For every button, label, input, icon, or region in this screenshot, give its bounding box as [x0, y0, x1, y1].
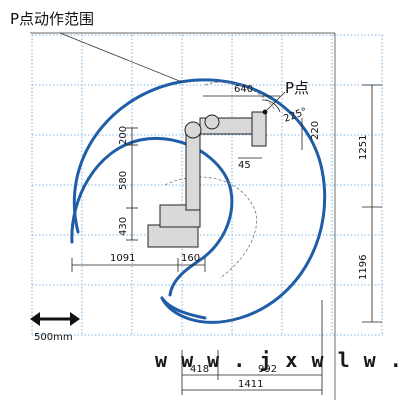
dim-45: 45 — [238, 160, 251, 171]
diagram-title: P点动作范围 — [10, 10, 94, 28]
dim-418: 418 — [190, 364, 209, 375]
dim-992: 992 — [258, 364, 277, 375]
dim-1411: 1411 — [238, 379, 263, 390]
watermark: w w w . j x w l w . c n — [155, 348, 400, 372]
robot-wrist — [251, 111, 267, 147]
dim-1251: 1251 — [358, 135, 369, 160]
grid — [31, 34, 383, 336]
title-leader-line — [59, 32, 183, 83]
inner-envelope-arc — [70, 136, 234, 297]
dim-430: 430 — [118, 217, 129, 236]
dim-1196: 1196 — [358, 255, 369, 280]
outer-envelope-arc — [72, 78, 327, 324]
robot-elbow-joint — [204, 114, 220, 130]
frame-lines — [30, 32, 336, 400]
dimension-lines — [71, 84, 382, 395]
robot-shoulder-joint — [184, 121, 202, 139]
scale-bar: 500mm — [30, 312, 80, 343]
inner-reach-outline — [164, 81, 276, 279]
robot-lower-arm — [185, 129, 201, 211]
dim-1091: 1091 — [110, 253, 135, 264]
robot-arm — [147, 111, 267, 248]
p-point-marker — [262, 91, 286, 115]
robot-base — [147, 224, 199, 248]
dim-160: 160 — [181, 253, 200, 264]
dim-200: 200 — [118, 126, 129, 145]
scale-bar-label: 500mm — [34, 332, 73, 343]
dim-640: 640 — [234, 84, 253, 95]
p-point-label: P点 — [285, 79, 309, 97]
envelope-arcs — [70, 78, 327, 324]
dim-220: 220 — [310, 121, 321, 140]
dim-580: 580 — [118, 171, 129, 190]
lower-envelope-arc — [160, 296, 207, 320]
